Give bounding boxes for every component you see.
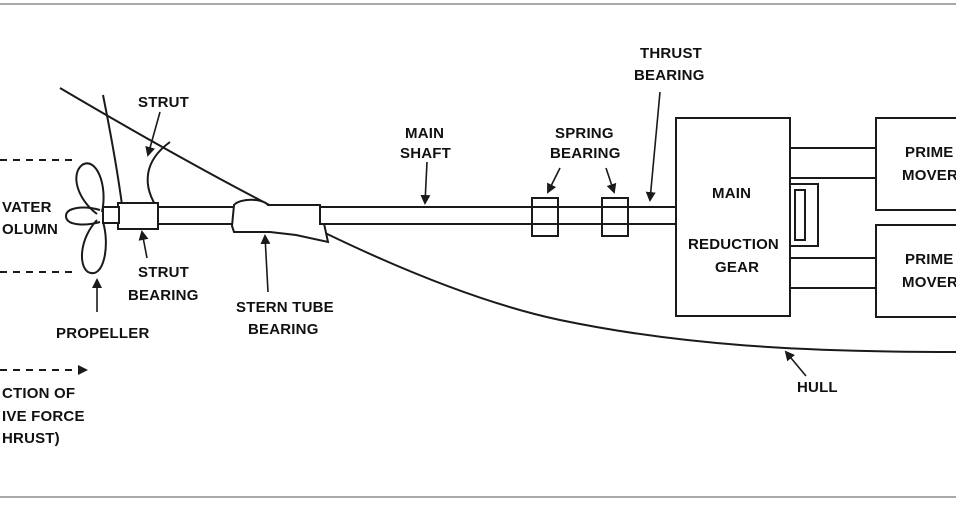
label-spring-bearing-line2: BEARING (550, 145, 621, 162)
spring-bearing-leader-arrow-2 (605, 167, 617, 194)
label-prime-mover-bottom-line1: PRIME (905, 251, 954, 268)
label-prime-mover-top-line2: MOVER (902, 167, 956, 184)
label-thrust-bearing-line2: BEARING (634, 67, 705, 84)
propeller-blade-aft (64, 206, 101, 226)
strut-bearing-leader-arrow (138, 230, 149, 259)
label-direction-line2: IVE FORCE (2, 408, 85, 425)
spring-bearing-2 (601, 197, 629, 237)
propeller-blade-top (75, 162, 105, 215)
label-stern-tube-line2: BEARING (248, 321, 319, 338)
strut-bearing-block (117, 202, 159, 230)
propeller-blade-bottom (81, 219, 107, 275)
label-reduction-gear-line3: GEAR (715, 259, 759, 276)
prime-mover-bottom (875, 224, 956, 318)
main-reduction-gear-box (675, 117, 791, 317)
label-water-column-line1: VATER (2, 199, 52, 216)
label-direction-line3: HRUST) (2, 430, 60, 447)
thrust-collar-inner (794, 189, 806, 241)
label-thrust-bearing-line1: THRUST (640, 45, 702, 62)
spring-bearing-leader-arrow-1 (547, 167, 561, 194)
label-hull: HULL (797, 379, 838, 396)
spring-bearing-1 (531, 197, 559, 237)
strut-left-edge (102, 94, 123, 206)
label-spring-bearing-line1: SPRING (555, 125, 614, 142)
label-water-column-line2: OLUMN (2, 221, 58, 238)
label-reduction-gear-line1: MAIN (712, 185, 751, 202)
hull-leader-arrow (784, 350, 807, 377)
propeller-hub (102, 206, 120, 224)
strut-right-edge (146, 141, 171, 213)
prime-mover-coupling-bottom (789, 257, 877, 289)
stern-tube-bearing (230, 198, 330, 244)
label-prime-mover-top-line1: PRIME (905, 144, 954, 161)
label-strut-bearing-line1: STRUT (138, 264, 189, 281)
label-prime-mover-bottom-line2: MOVER (902, 274, 956, 291)
label-direction-line1: CTION OF (2, 385, 75, 402)
label-propeller: PROPELLER (56, 325, 149, 342)
main-shaft-leader-arrow (420, 161, 431, 205)
prime-mover-top (875, 117, 956, 211)
label-strut: STRUT (138, 94, 189, 111)
tail-shaft (157, 206, 239, 225)
label-main-shaft-line1: MAIN (405, 125, 444, 142)
thrust-bearing-leader-arrow (645, 91, 661, 202)
label-stern-tube-line1: STERN TUBE (236, 299, 334, 316)
stern-tube-leader-arrow (260, 234, 271, 293)
label-strut-bearing-line2: BEARING (128, 287, 199, 304)
hull-line (59, 87, 956, 353)
label-reduction-gear-line2: REDUCTION (688, 236, 779, 253)
strut-leader-arrow (145, 111, 161, 157)
prime-mover-coupling-top (789, 147, 877, 179)
label-main-shaft-line2: SHAFT (400, 145, 451, 162)
